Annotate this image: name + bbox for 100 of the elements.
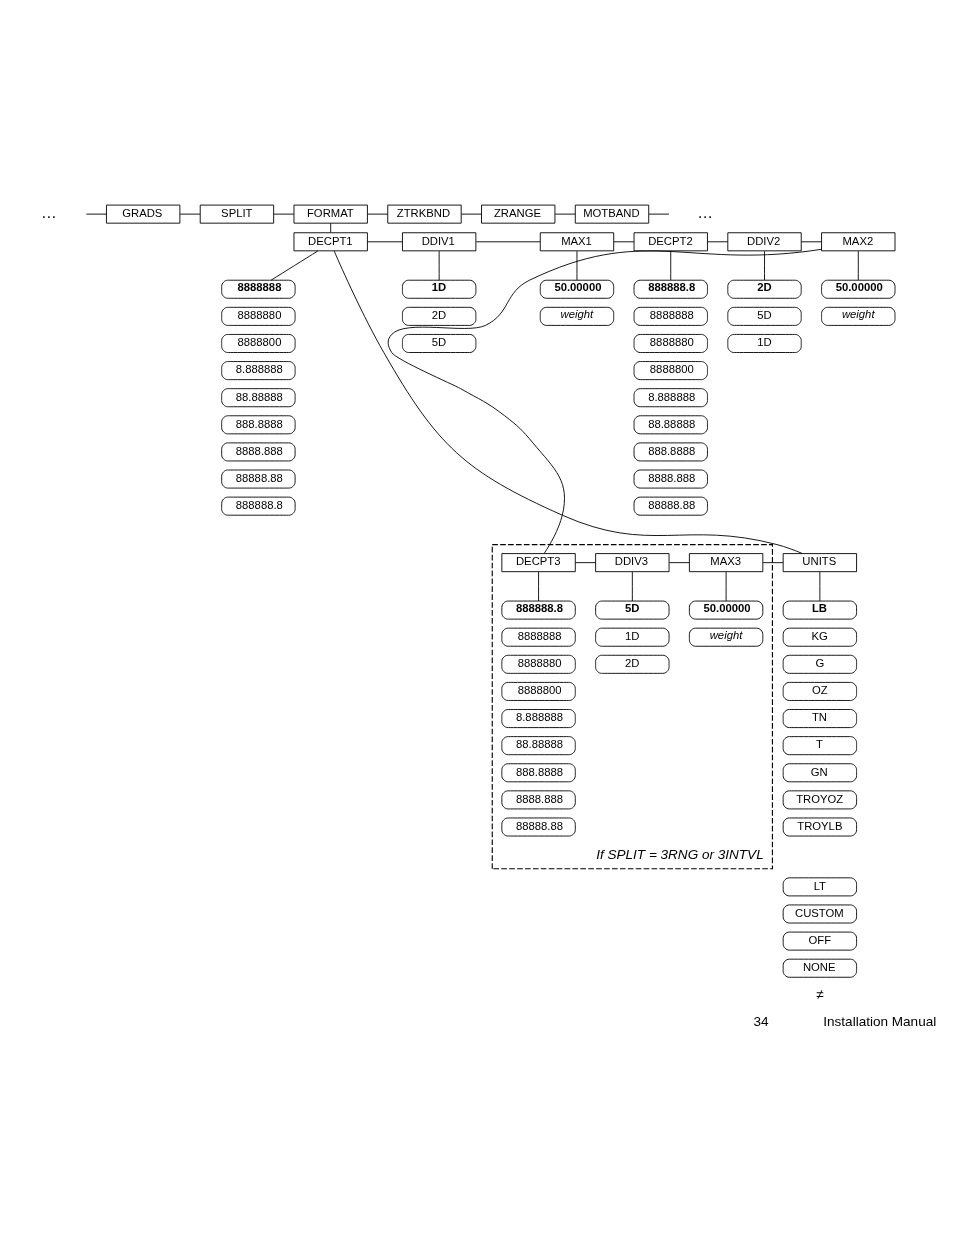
node-box: 8888880 [633, 333, 708, 353]
node-box: FORMAT [293, 204, 368, 224]
node-box: 1D [595, 627, 670, 647]
node-text: … [40, 203, 57, 221]
node-box: 5D [402, 333, 477, 353]
connector [438, 250, 440, 281]
connector [554, 213, 576, 215]
connector [538, 571, 540, 601]
node-box: 8.888888 [633, 387, 708, 407]
connector [707, 240, 729, 242]
connector [270, 250, 319, 281]
node-box: 888888.8 [501, 600, 576, 620]
node-box: weight [821, 306, 896, 326]
connector [668, 561, 690, 563]
node-box: 88888.88 [633, 496, 708, 516]
node-box: 8.888888 [221, 360, 296, 380]
connector [461, 213, 482, 215]
node-box: 50.00000 [539, 279, 615, 299]
label: ≠ [816, 986, 824, 1002]
node-box: T [782, 735, 858, 755]
node-box: 8888.888 [221, 441, 296, 461]
node-box: 88.88888 [501, 735, 576, 755]
connector [725, 571, 727, 601]
connector [670, 250, 672, 281]
label: 34 [753, 1013, 769, 1029]
node-box: 88888.88 [501, 817, 576, 836]
node-box: 8888888 [501, 627, 576, 647]
node-box: 8888880 [221, 306, 296, 326]
connector [631, 571, 633, 601]
node-box: UNITS [782, 552, 858, 572]
node-box: LB [782, 600, 858, 620]
node-box: DECPT3 [501, 552, 576, 572]
node-box: SPLIT [199, 204, 275, 224]
connector [330, 222, 332, 233]
connector [333, 250, 803, 554]
node-box: TROYLB [782, 817, 858, 836]
node-box: 5D [595, 600, 670, 620]
node-box: 8888888 [633, 306, 708, 326]
connector [648, 213, 670, 215]
node-box: 888.8888 [501, 762, 576, 782]
node-box: 8888.888 [633, 469, 708, 489]
node-box: 88.88888 [221, 387, 296, 407]
connector [576, 250, 578, 281]
node-box: 88888.88 [221, 469, 296, 489]
node-box: 2D [595, 654, 670, 674]
node-box: 888.8888 [221, 414, 296, 434]
node-box: 888888.8 [633, 279, 708, 299]
node-box: TROYOZ [782, 789, 858, 809]
connector [857, 250, 859, 281]
node-box: ZRANGE [481, 204, 556, 224]
connector [762, 561, 784, 563]
node-box: 888888.8 [221, 496, 296, 516]
node-box: 2D [402, 306, 477, 326]
node-box: OZ [782, 681, 858, 701]
connector [367, 240, 403, 242]
node-box: LT [782, 876, 858, 896]
node-box: TN [782, 708, 858, 728]
node-box: 1D [727, 333, 802, 353]
node-box: G [782, 654, 858, 674]
node-box: MAX2 [821, 231, 896, 251]
node-box: 50.00000 [821, 279, 896, 299]
node-box: 8888800 [633, 360, 708, 380]
node-box: 50.00000 [688, 600, 764, 620]
node-box: MOTBAND [574, 204, 650, 224]
node-box: 1D [402, 279, 477, 299]
node-box: DDIV2 [727, 231, 802, 251]
connector [613, 240, 635, 242]
connector [575, 561, 596, 563]
connector [179, 213, 201, 215]
node-box: 8888888 [221, 279, 296, 299]
node-box: 8888.888 [501, 789, 576, 809]
node-box: ZTRKBND [387, 204, 462, 224]
node-box: DDIV3 [595, 552, 670, 572]
node-box: DECPT2 [633, 231, 708, 251]
connector [85, 213, 107, 215]
node-box: weight [539, 306, 615, 326]
node-box: KG [782, 627, 858, 647]
node-box: CUSTOM [782, 904, 858, 923]
node-box: 888.8888 [633, 441, 708, 461]
node-box: 8888800 [221, 333, 296, 353]
node-box: 8888880 [501, 654, 576, 674]
node-box: GRADS [106, 204, 181, 224]
node-box: 8.888888 [501, 708, 576, 728]
connector [273, 213, 295, 215]
node-box: MAX3 [688, 552, 764, 572]
node-box: weight [688, 627, 764, 647]
node-box: DECPT1 [293, 231, 368, 251]
node-box: MAX1 [539, 231, 615, 251]
connector [367, 213, 389, 215]
node-box: OFF [782, 931, 858, 951]
connector [801, 240, 822, 242]
node-box: 8888800 [501, 681, 576, 701]
label: Installation Manual [823, 1013, 937, 1029]
node-text: … [697, 203, 714, 221]
node-box: DDIV1 [402, 231, 477, 251]
node-box: GN [782, 762, 858, 782]
node-box: 88.88888 [633, 414, 708, 434]
node-box: 2D [727, 279, 802, 299]
connector [387, 248, 822, 554]
connector [764, 250, 765, 281]
